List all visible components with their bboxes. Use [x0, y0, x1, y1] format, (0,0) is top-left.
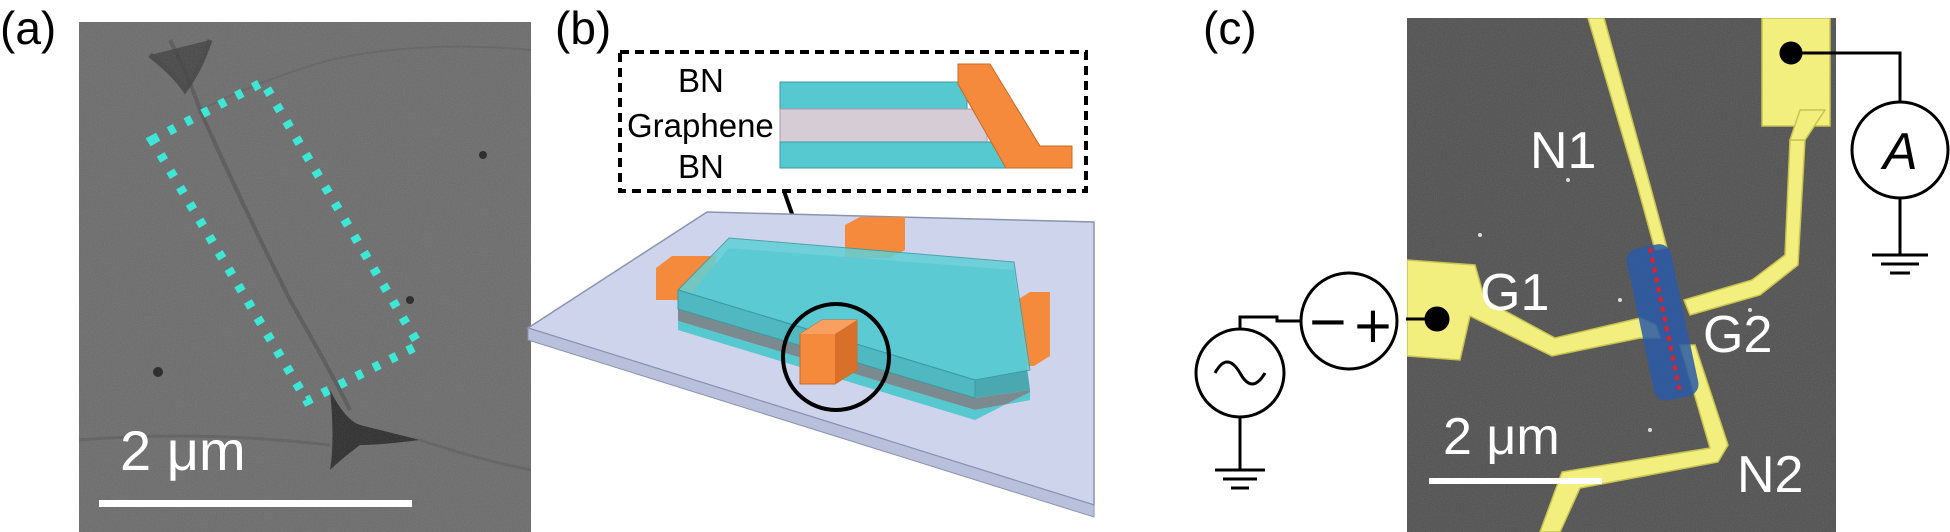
panel-c-label: (c): [1203, 2, 1257, 54]
layer-stack-diagram: [779, 63, 1073, 169]
panel-c-sem-image: [1407, 18, 1836, 532]
panel-a-sem-image: [79, 22, 531, 532]
panel-a-scale-label: 2 μm: [120, 419, 246, 482]
panel-a-label: (a): [0, 2, 56, 54]
electrode-label-g1: G1: [1480, 264, 1549, 322]
circuit-ammeter: [1779, 41, 1950, 275]
layer-label-top-bn: BN: [678, 62, 724, 99]
zoom-circle: [781, 302, 891, 412]
channel: [1626, 244, 1699, 401]
circuit-source: [1194, 271, 1450, 490]
ammeter-label: A: [1880, 123, 1918, 181]
panel-c: (c): [1194, 2, 1950, 532]
electrode-label-n1: N1: [1530, 122, 1596, 180]
source-minus-sign: −: [1307, 292, 1349, 350]
panel-c-scale-bar: [1429, 478, 1602, 484]
device-3d-diagram: [526, 211, 1095, 518]
layer-label-graphene: Graphene: [627, 107, 774, 144]
layer-label-bottom-bn: BN: [678, 148, 724, 185]
panel-a-scale-bar: [99, 500, 412, 507]
panel-a: (a) 2 μm: [0, 2, 531, 532]
source-plus-sign: +: [1352, 296, 1394, 354]
panel-c-scale-label: 2 μm: [1443, 408, 1560, 466]
electrode-label-n2: N2: [1737, 446, 1803, 504]
electrode-label-g2: G2: [1703, 306, 1772, 364]
panel-b-label: (b): [555, 2, 611, 54]
panel-b: (b) BN Graphene BN: [526, 2, 1095, 518]
